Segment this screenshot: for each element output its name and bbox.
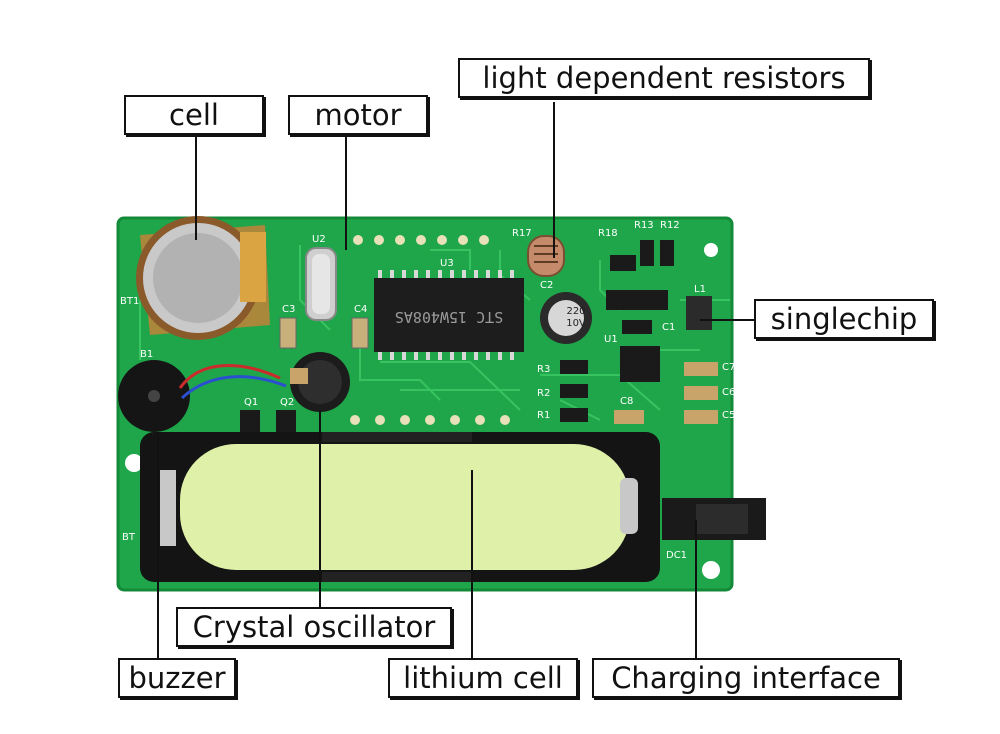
silk-r2: R2: [537, 388, 550, 399]
silk-c1: C1: [662, 322, 675, 333]
silk-r18: R18: [598, 228, 618, 239]
cap-marking-2: 10V: [566, 318, 586, 329]
silk-c5: C5: [722, 410, 735, 421]
charging-connector: [662, 498, 766, 540]
silkscreen: BT1 B1 BT U2 U3 U1 R17 R18 R13 R12 C2 C3…: [120, 220, 735, 561]
label-light-dependent-resistors: light dependent resistors: [458, 58, 870, 98]
buzzer: [118, 360, 190, 432]
label-lithium-cell: lithium cell: [388, 658, 578, 698]
small-capacitors: [279, 317, 369, 349]
silk-bt: BT: [122, 532, 136, 543]
silk-bt1: BT1: [120, 296, 139, 307]
battery-holder: [140, 432, 660, 582]
transistors: [240, 410, 296, 432]
silk-l1: L1: [694, 284, 706, 295]
header-pads-top: [353, 235, 489, 245]
silk-u3: U3: [440, 258, 454, 269]
silk-r12: R12: [660, 220, 680, 231]
crystal-oscillator: [305, 247, 337, 321]
silk-c4: C4: [354, 304, 367, 315]
electrolytic-capacitor: 220 10V: [540, 292, 592, 344]
silk-r17: R17: [512, 228, 532, 239]
label-motor: motor: [288, 95, 428, 135]
header-pads-bottom: [350, 415, 510, 425]
cap-marking-1: 220: [566, 306, 585, 317]
silk-c2: C2: [540, 280, 553, 291]
silk-q2: Q2: [280, 397, 294, 408]
silk-u2: U2: [312, 234, 326, 245]
silk-c6: C6: [722, 387, 735, 398]
components-right: [560, 240, 718, 424]
silk-u1: U1: [604, 334, 618, 345]
silk-r1: R1: [537, 410, 550, 421]
chip-marking: STC 15W408AS: [395, 308, 503, 326]
label-cell: cell: [124, 95, 264, 135]
ldr: [527, 235, 565, 277]
silk-b1: B1: [140, 349, 153, 360]
silk-c3: C3: [282, 304, 295, 315]
label-charging-interface: Charging interface: [592, 658, 900, 698]
silk-q1: Q1: [244, 397, 258, 408]
leader-lines: [157, 102, 754, 658]
silk-r3: R3: [537, 364, 550, 375]
label-singlechip: singlechip: [754, 299, 934, 339]
vibration-motor: [290, 352, 350, 412]
silk-r13: R13: [634, 220, 654, 231]
wires: [178, 364, 287, 400]
silk-c7: C7: [722, 362, 735, 373]
label-buzzer: buzzer: [118, 658, 236, 698]
silk-dc1: DC1: [666, 550, 687, 561]
main-chip: STC 15W408AS: [374, 270, 524, 360]
coin-cell: [136, 216, 270, 340]
label-crystal-oscillator: Crystal oscillator: [176, 607, 452, 647]
silk-c8: C8: [620, 396, 633, 407]
